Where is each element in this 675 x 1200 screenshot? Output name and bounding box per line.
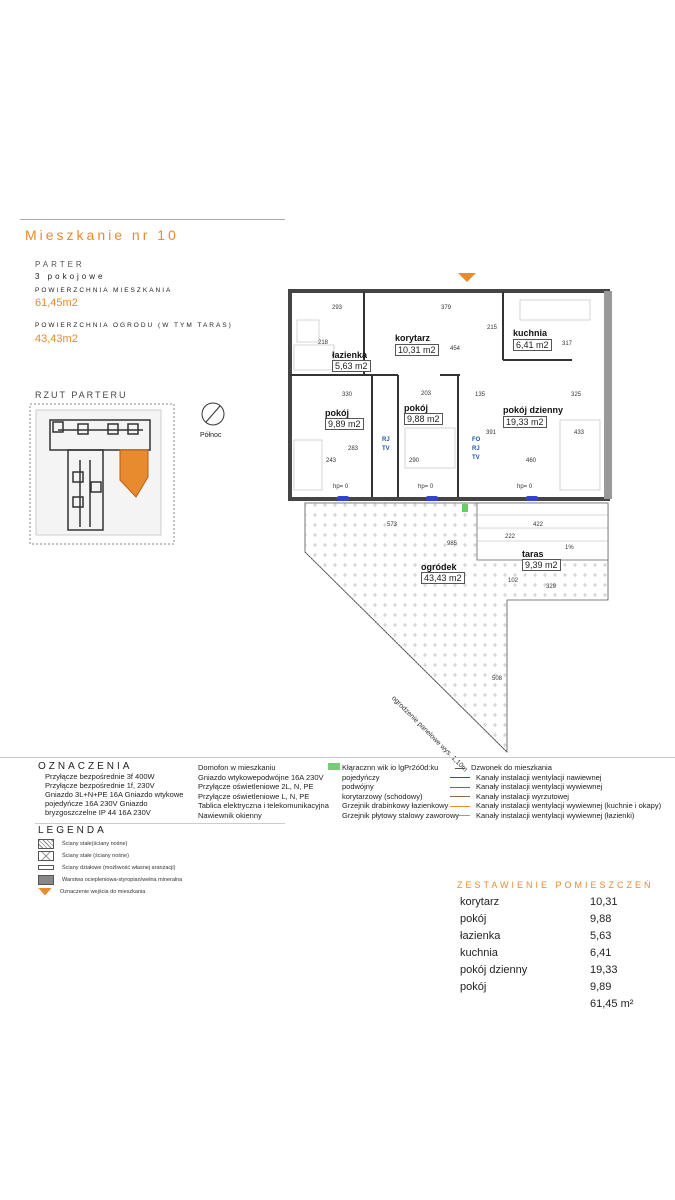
dimension: 293 <box>332 305 343 311</box>
dimension: 454 <box>450 346 461 352</box>
room-area: 10,31 m2 <box>395 344 439 356</box>
apartment-area-label: POWIERZCHNIA MIESZKANIA <box>35 287 173 294</box>
legend-item: Ściany działowe (możliwość własnej aranż… <box>38 862 182 874</box>
room-area: 5,63 m2 <box>332 360 371 372</box>
room-name: pokój <box>325 408 349 418</box>
dimension: 317 <box>562 341 573 347</box>
dimension: 135 <box>475 392 486 398</box>
markings-col-4: Dzwonek do mieszkania Kanały instalacji … <box>450 763 661 820</box>
room-area: 9,89 m2 <box>325 418 364 430</box>
legend-item: Ściany stałe (ściany nośne) <box>38 850 182 862</box>
room-area: 43,43 m2 <box>421 572 465 584</box>
dimension: 1% <box>565 545 574 551</box>
apartment-highlight <box>119 449 149 498</box>
site-plan-thumbnail <box>29 403 175 545</box>
apartment-title: Mieszkanie nr 10 <box>25 227 179 243</box>
room-name: pokój <box>404 403 428 413</box>
north-label: Północ <box>200 432 222 439</box>
table-total-row: 61,45 m² <box>590 997 634 1010</box>
legend-list: Ściany stałe(ściany nośne) Ściany stałe … <box>38 838 182 898</box>
divider <box>20 219 285 220</box>
socket-label: TV <box>472 455 480 461</box>
room-name: pokój dzienny <box>503 405 564 415</box>
floor-plan-drawing <box>288 289 612 753</box>
socket-label: FO <box>472 437 481 443</box>
garden-area-label: POWIERZCHNIA OGRODU (W TYM TARAS) <box>35 322 233 329</box>
room-name: taras <box>522 549 544 559</box>
rooms-count: 3 pokojowe <box>35 272 106 281</box>
socket-label: RJ <box>472 446 480 452</box>
site-plan-label: RZUT PARTERU <box>35 390 128 400</box>
dimension: 391 <box>486 430 497 436</box>
dimension: 508 <box>492 676 503 682</box>
dimension: 290 <box>409 458 420 464</box>
legend-item: Oznaczenie wejścia do mieszkania <box>38 886 182 898</box>
dimension: 422 <box>533 522 544 528</box>
room-area: 6,41 m2 <box>513 339 552 351</box>
north-compass-icon <box>201 402 225 426</box>
dimension: 330 <box>342 392 353 398</box>
markings-title: OZNACZENIA <box>38 761 133 772</box>
dimension: 243 <box>326 458 337 464</box>
dimension: 283 <box>348 446 359 452</box>
walls <box>288 289 612 512</box>
dimension: 325 <box>571 392 582 398</box>
floor-label: PARTER <box>35 260 85 269</box>
dimension: 218 <box>318 340 329 346</box>
dimension: 379 <box>441 305 452 311</box>
dimension: hp= 0 <box>517 484 533 490</box>
socket-label: RJ <box>382 437 390 443</box>
dimension: hp= 0 <box>418 484 434 490</box>
dimension: 329 <box>546 584 557 590</box>
garden-area: 43,43m2 <box>35 333 78 345</box>
entrance-marker-icon <box>458 273 476 282</box>
dimension: 433 <box>574 430 585 436</box>
apartment-area: 61,45m2 <box>35 297 78 309</box>
dimension: 203 <box>421 391 432 397</box>
green-swatch <box>328 763 340 770</box>
terrace-shape <box>476 502 609 561</box>
legend-item: Ściany stałe(ściany nośne) <box>38 838 182 850</box>
room-area: 19,33 m2 <box>503 416 547 428</box>
dimension: hp= 0 <box>333 484 349 490</box>
summary-title: ZESTAWIENIE POMIESZCZEŃ <box>457 880 654 890</box>
dimension: 460 <box>526 458 537 464</box>
room-name: ogródek <box>421 562 457 572</box>
legend-item: Warstwa ociepleniowa-styropian/wełna min… <box>38 874 182 886</box>
room-area: 9,88 m2 <box>404 413 443 425</box>
room-name: korytarz <box>395 333 431 343</box>
dimension: 985 <box>447 541 458 547</box>
socket-label: TV <box>382 446 390 452</box>
dimension: 215 <box>487 325 498 331</box>
dimension: 222 <box>505 534 516 540</box>
legend-title: LEGENDA <box>38 825 107 836</box>
room-area: 9,39 m2 <box>522 559 561 571</box>
room-name: łazienka <box>332 350 368 360</box>
dimension: 102 <box>508 578 519 584</box>
dimension: 573 <box>387 522 398 528</box>
room-name: kuchnia <box>513 328 548 338</box>
